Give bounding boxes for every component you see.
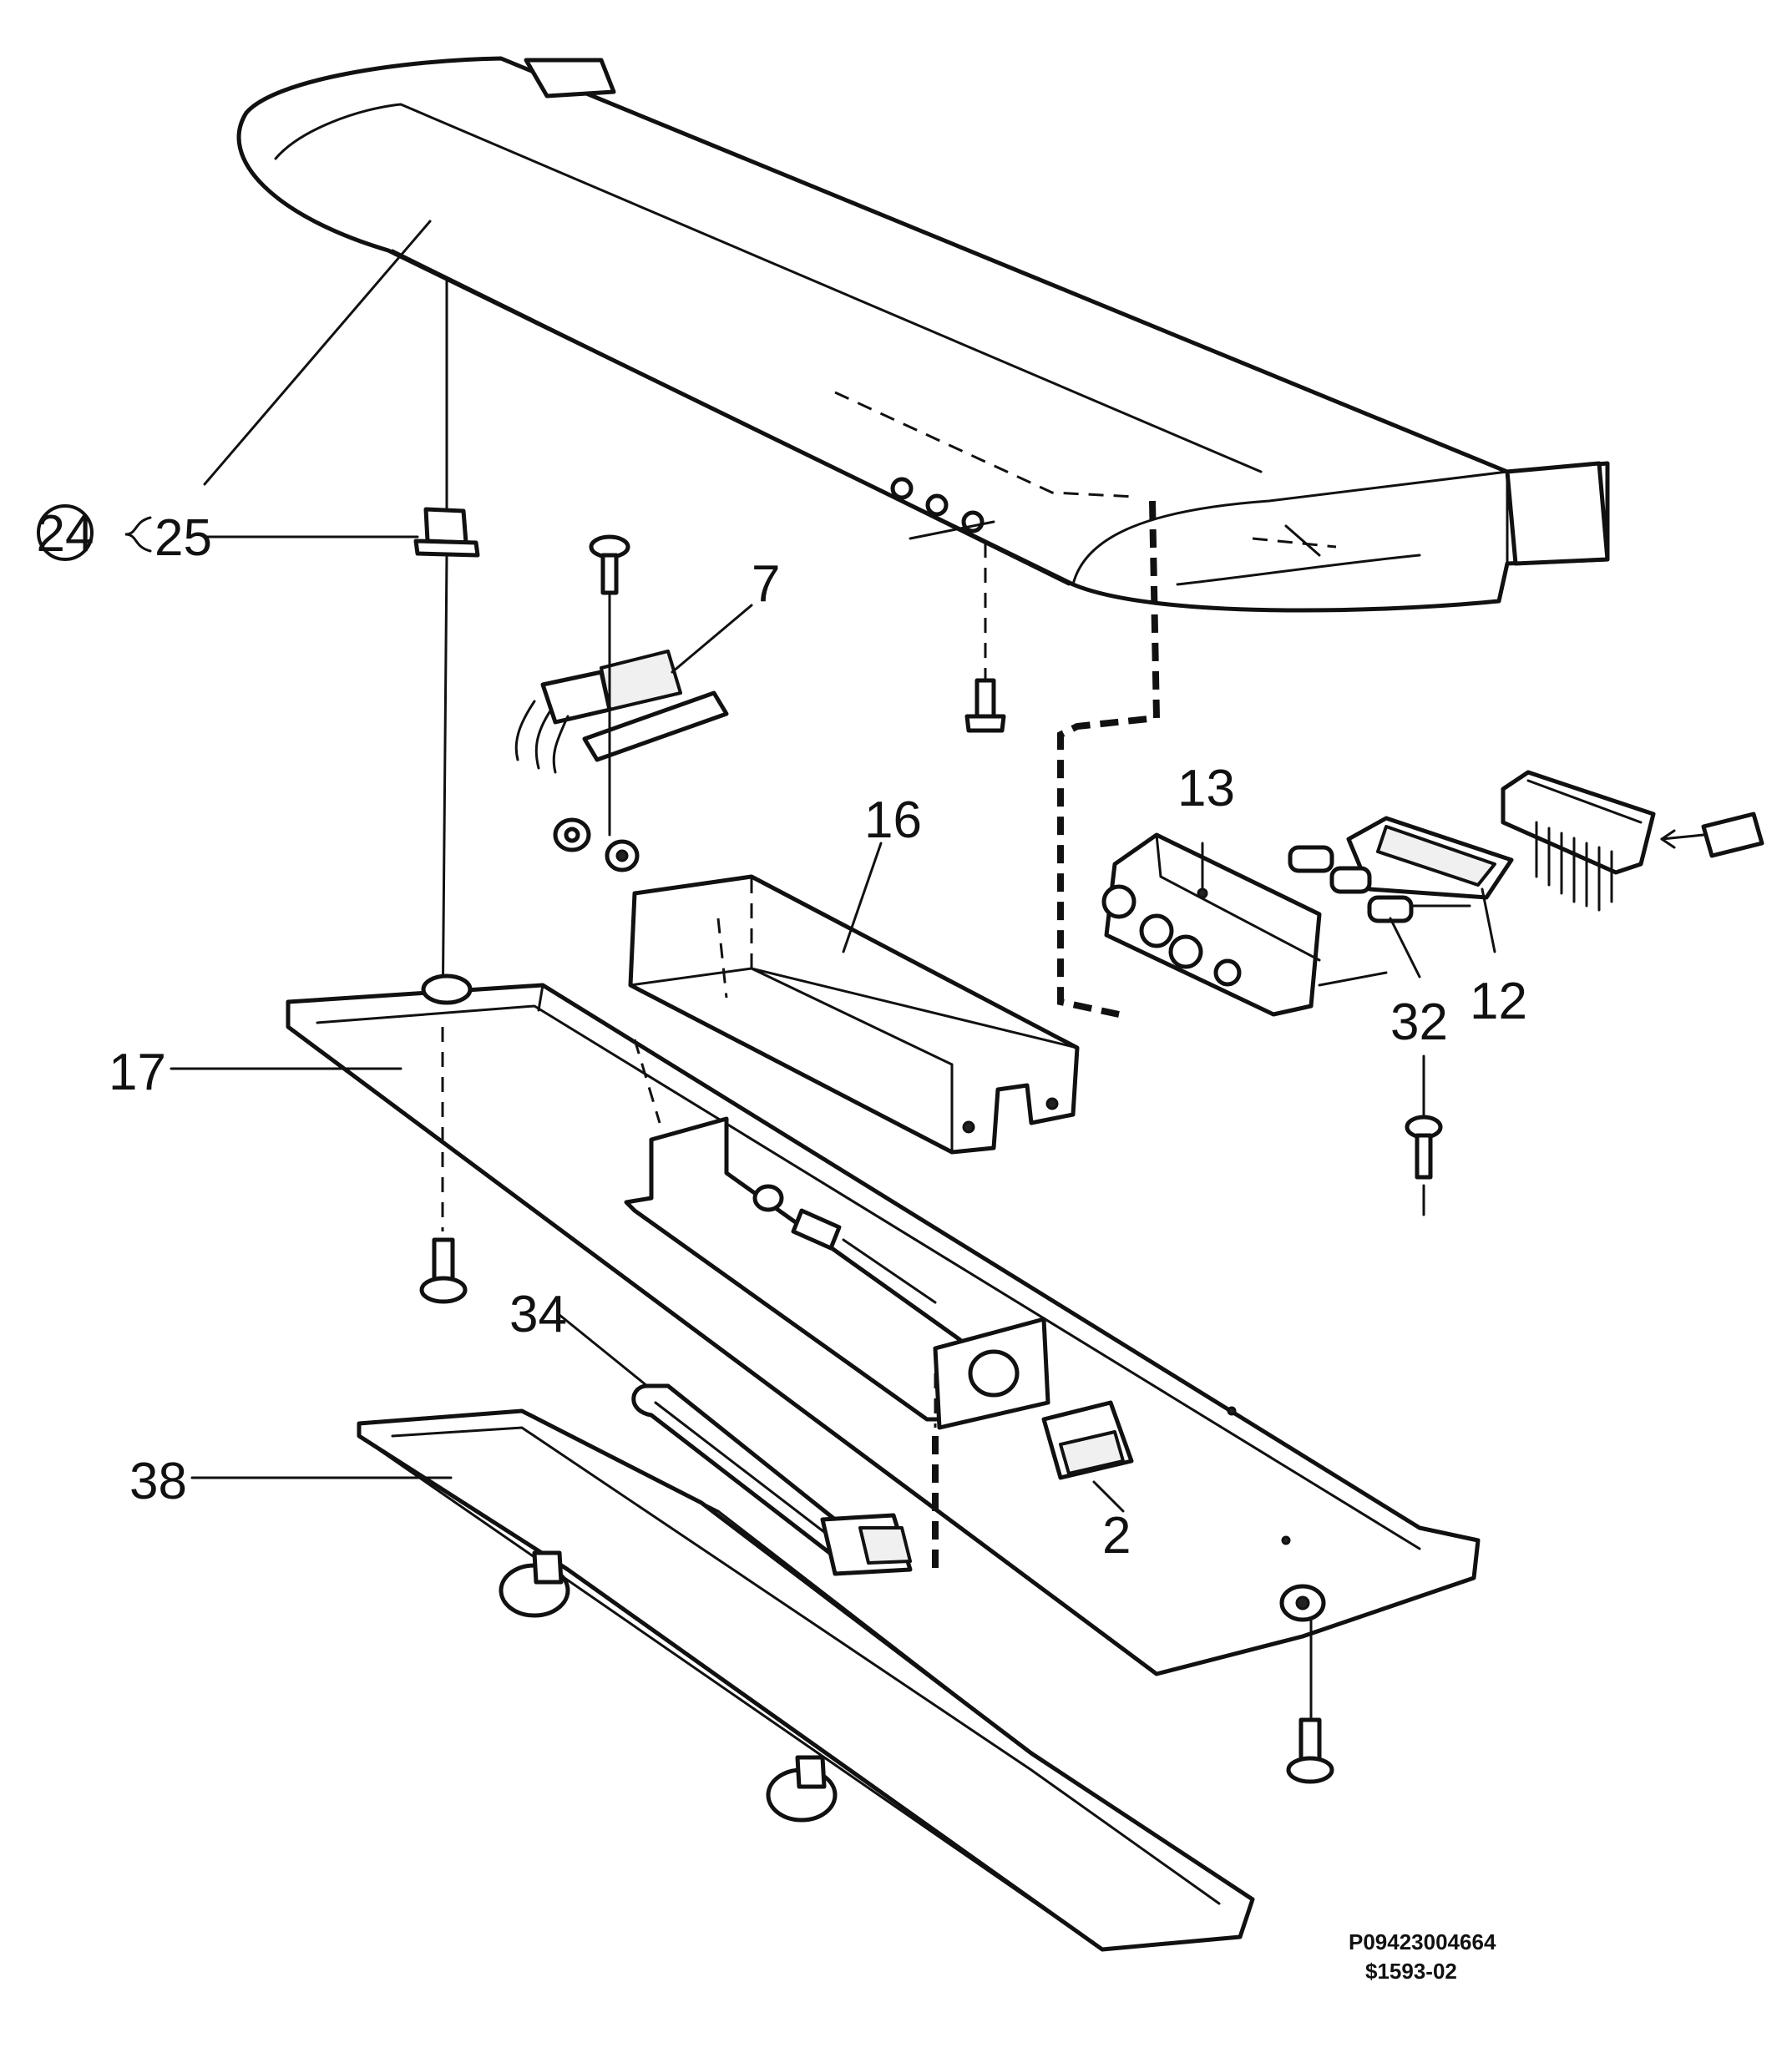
part-38-tray [357, 1408, 1255, 1952]
part-16-cover [628, 874, 1080, 1155]
callout-24: 24 [37, 504, 94, 563]
callout-25: 25 [154, 509, 212, 567]
callout-16: 16 [864, 791, 922, 849]
callout-24-label: 24 [37, 505, 94, 563]
leader-16 [842, 842, 883, 953]
brace-24-25 [124, 516, 152, 553]
leader-12 [1481, 887, 1496, 953]
leader-2 [1092, 1480, 1125, 1513]
callout-38: 38 [129, 1453, 187, 1510]
axis-line-left-2 [441, 554, 448, 1029]
callout-2: 2 [1102, 1507, 1131, 1565]
screw-32 [1405, 1054, 1443, 1216]
nut-washer [553, 817, 640, 872]
callout-7: 7 [752, 555, 780, 613]
part-34-tube [631, 1383, 939, 1576]
leader-32 [1389, 917, 1421, 978]
callout-32: 32 [1390, 994, 1448, 1051]
screw-base-left [419, 1027, 468, 1304]
leader-7 [671, 604, 753, 674]
wire-route [1057, 500, 1161, 1018]
plug-terminal [1660, 812, 1764, 858]
revision-code: $1593-02 [1365, 1959, 1457, 1984]
screw-housing [964, 543, 1006, 733]
terminal-block [1501, 770, 1656, 912]
link-13-32 [1318, 971, 1388, 987]
callout-17: 17 [109, 1044, 166, 1101]
leader-34 [558, 1313, 649, 1388]
part-7-component [514, 650, 729, 774]
top-housing [236, 56, 1610, 613]
part-2-connector [1041, 1400, 1134, 1480]
clip-25 [413, 507, 480, 558]
screw-base-right [1286, 1618, 1334, 1784]
leader-25-housing [203, 220, 432, 486]
part-13-socket [1101, 832, 1322, 1017]
callout-13: 13 [1177, 760, 1235, 817]
screw-7 [589, 534, 630, 837]
callout-34: 34 [509, 1286, 567, 1343]
part-12-switch [1288, 816, 1514, 923]
drawing-number: P09423004664 [1349, 1929, 1496, 1954]
bracket-assembly [624, 1039, 1050, 1430]
callout-12: 12 [1470, 973, 1527, 1030]
